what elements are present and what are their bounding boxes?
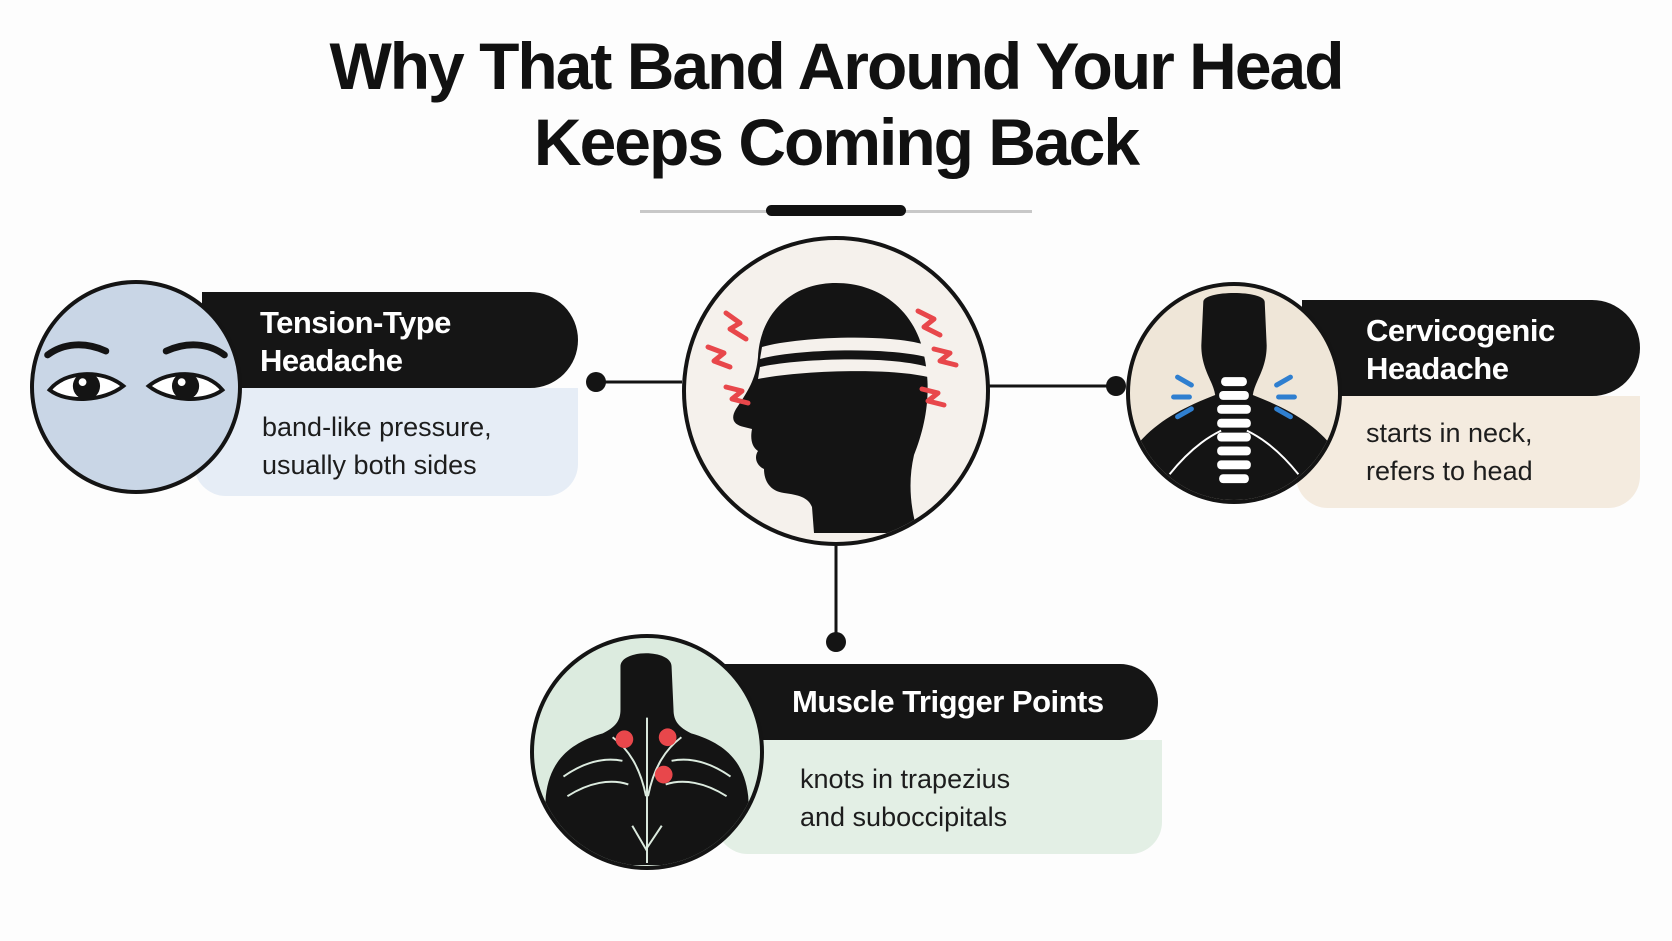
trigger-description: knots in trapezius and suboccipitals (716, 740, 1162, 854)
cervicogenic-title: Cervicogenic Headache (1302, 300, 1640, 396)
trigger-point-marker (658, 728, 677, 747)
tension-circle (30, 280, 242, 494)
cervicogenic-circle (1126, 282, 1342, 504)
connector-dot-right (1106, 376, 1126, 396)
title-line-1: Why That Band Around Your Head (329, 29, 1344, 103)
trigger-title: Muscle Trigger Points (724, 664, 1158, 740)
neck-spine-icon (1130, 292, 1338, 500)
page-title: Why That Band Around Your Head Keeps Com… (0, 28, 1672, 180)
tension-title: Tension-Type Headache (202, 292, 578, 388)
connector-dot-bottom (826, 632, 846, 652)
title-divider-accent (766, 205, 906, 216)
tension-description: band-like pressure, usually both sides (194, 388, 578, 496)
head-with-band-icon (705, 283, 959, 533)
eyes-icon (44, 341, 228, 401)
trigger-point-marker (615, 730, 634, 749)
title-line-2: Keeps Coming Back (533, 105, 1140, 179)
connector-dot-left (586, 372, 606, 392)
trigger-point-marker (654, 765, 673, 784)
trigger-circle (530, 634, 764, 870)
cervicogenic-description: starts in neck, refers to head (1296, 396, 1640, 508)
back-muscles-icon (541, 653, 753, 865)
center-head-circle (682, 236, 990, 546)
